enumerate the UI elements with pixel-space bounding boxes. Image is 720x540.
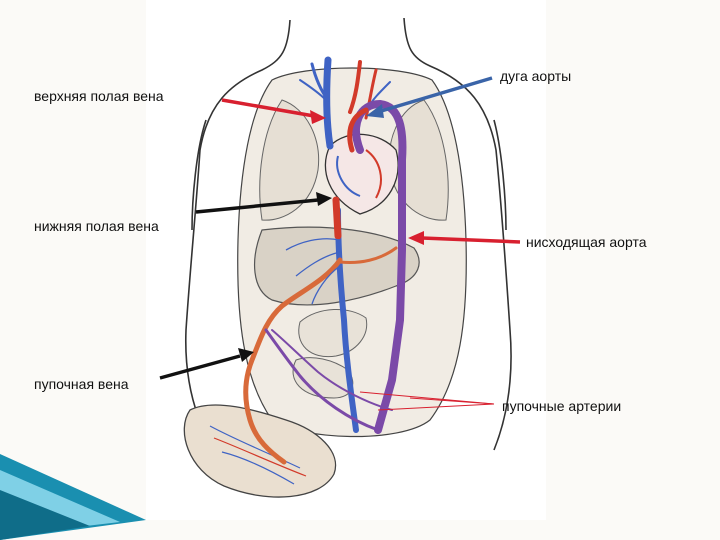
- label-umbilical-arteries: пупочные артерии: [502, 398, 622, 414]
- label-inferior-vena-cava: нижняя полая вена: [34, 218, 159, 234]
- label-descending-aorta: нисходящая аорта: [526, 234, 647, 250]
- intestines: [292, 308, 368, 399]
- label-umbilical-vein: пупочная вена: [34, 376, 129, 392]
- placenta: [183, 404, 337, 498]
- pointer-arrows: [159, 76, 521, 411]
- label-aortic-arch: дуга аорты: [500, 68, 572, 84]
- aorta: [347, 99, 407, 434]
- umbilical-vein: [243, 246, 398, 465]
- body-outline: [184, 17, 512, 451]
- corner-accent-decoration: [0, 454, 146, 540]
- heart: [324, 133, 399, 215]
- liver-vessels: [285, 238, 341, 305]
- umbilical-arteries: [264, 328, 393, 432]
- placenta-vessels: [209, 425, 307, 485]
- label-superior-vena-cava: верхняя полая вена: [34, 88, 164, 104]
